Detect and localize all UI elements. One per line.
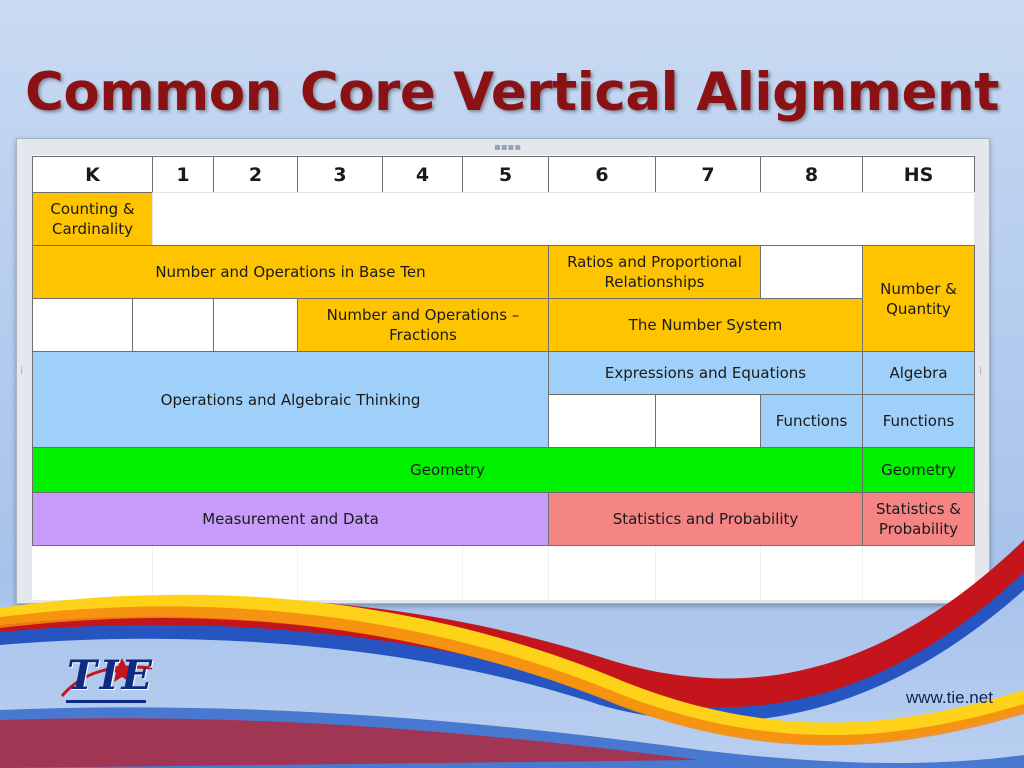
tie-logo	[60, 658, 153, 703]
decorative-swoosh	[0, 540, 1024, 768]
resize-handle-left[interactable]: ⁞	[20, 366, 24, 377]
grade-header-7: 7	[655, 156, 761, 193]
grade-header-8: 8	[760, 156, 863, 193]
resize-handle-top[interactable]: ▪▪▪▪	[494, 142, 522, 153]
grade-header-3: 3	[297, 156, 383, 193]
empty-cell	[548, 394, 656, 448]
grade-header-2: 2	[213, 156, 298, 193]
tie-logo-text: TIE	[67, 652, 155, 699]
domain-operations-algebraic-thinking: Operations and Algebraic Thinking	[32, 351, 549, 448]
domain-number-operations-base-ten: Number and Operations in Base Ten	[32, 245, 549, 299]
grade-header-5: 5	[462, 156, 549, 193]
domain-number-system: The Number System	[548, 298, 863, 352]
grade-header-6: 6	[548, 156, 656, 193]
domain-ratios-proportional: Ratios and Proportional Relationships	[548, 245, 761, 299]
footer-url[interactable]: www.tie.net	[906, 688, 993, 707]
grade-header-hs: HS	[862, 156, 975, 193]
domain-geometry: Geometry	[32, 447, 863, 493]
domain-number-quantity: Number & Quantity	[862, 245, 975, 352]
domain-measurement-data: Measurement and Data	[32, 492, 549, 546]
empty-cell	[132, 298, 214, 352]
domain-geometry-hs: Geometry	[862, 447, 975, 493]
domain-counting-cardinality: Counting & Cardinality	[32, 192, 153, 246]
domain-functions-grade-8: Functions	[760, 394, 863, 448]
empty-cell	[213, 298, 298, 352]
domain-expressions-equations: Expressions and Equations	[548, 351, 863, 395]
slide-title: Common Core Vertical Alignment	[25, 62, 999, 123]
domain-algebra: Algebra	[862, 351, 975, 395]
empty-cell	[32, 298, 133, 352]
domain-statistics-probability: Statistics and Probability	[548, 492, 863, 546]
domain-statistics-probability-hs: Statistics & Probability	[862, 492, 975, 546]
domain-functions-hs: Functions	[862, 394, 975, 448]
empty-cell	[760, 245, 863, 299]
grade-header-4: 4	[382, 156, 463, 193]
domain-fractions: Number and Operations – Fractions	[297, 298, 549, 352]
empty-cell	[655, 394, 761, 448]
resize-handle-right[interactable]: ⁞	[979, 366, 983, 377]
grade-header-1: 1	[152, 156, 214, 193]
empty-cell	[152, 192, 975, 246]
grade-header-k: K	[32, 156, 153, 193]
